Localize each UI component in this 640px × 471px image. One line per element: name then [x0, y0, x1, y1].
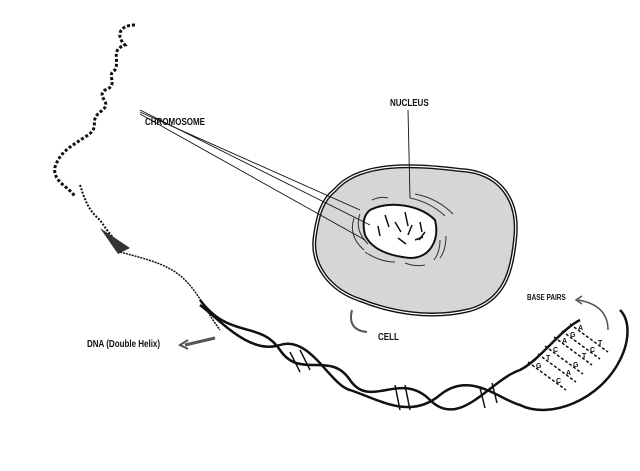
base-pair-rung: [537, 353, 577, 383]
base-right: G: [573, 362, 579, 369]
dna-arrow: [184, 336, 216, 347]
pointer-lines: [139, 109, 411, 241]
base-right: C: [556, 378, 561, 385]
base-pair-rung: [553, 336, 593, 366]
base-pair-rung: [561, 330, 601, 360]
base-right: T: [582, 353, 587, 360]
base-left: A: [562, 338, 567, 345]
base-pair-rung: [569, 323, 609, 353]
base-right: C: [590, 347, 595, 354]
base-pair-rung: [527, 361, 567, 391]
chromatin: [377, 211, 426, 245]
chromosome-label: CHROMOSOME: [145, 117, 205, 128]
cell-arrow: [350, 309, 368, 333]
chromatin-fiber: [100, 228, 130, 254]
base-pairs-label: BASE PAIRS: [527, 293, 566, 302]
helix-rungs: [289, 349, 498, 411]
base-right: T: [598, 340, 603, 347]
endoplasmic-reticulum: [351, 193, 454, 267]
base-left: G: [536, 363, 542, 370]
base-pair-rung: [544, 345, 584, 375]
chromosome-coil: [53, 23, 136, 251]
dna-strand-thin: [119, 251, 221, 331]
dna-double-helix: [199, 299, 629, 412]
nucleus-label: NUCLEUS: [390, 98, 429, 109]
base-left: A: [578, 325, 583, 332]
base-pairs-arrow: [577, 299, 609, 331]
base-left: C: [553, 347, 558, 354]
base-left: T: [546, 355, 551, 362]
base-left: G: [570, 332, 576, 339]
base-right: A: [566, 370, 571, 377]
dna-label: DNA (Double Helix): [87, 339, 161, 350]
cell-label: CELL: [378, 332, 399, 343]
